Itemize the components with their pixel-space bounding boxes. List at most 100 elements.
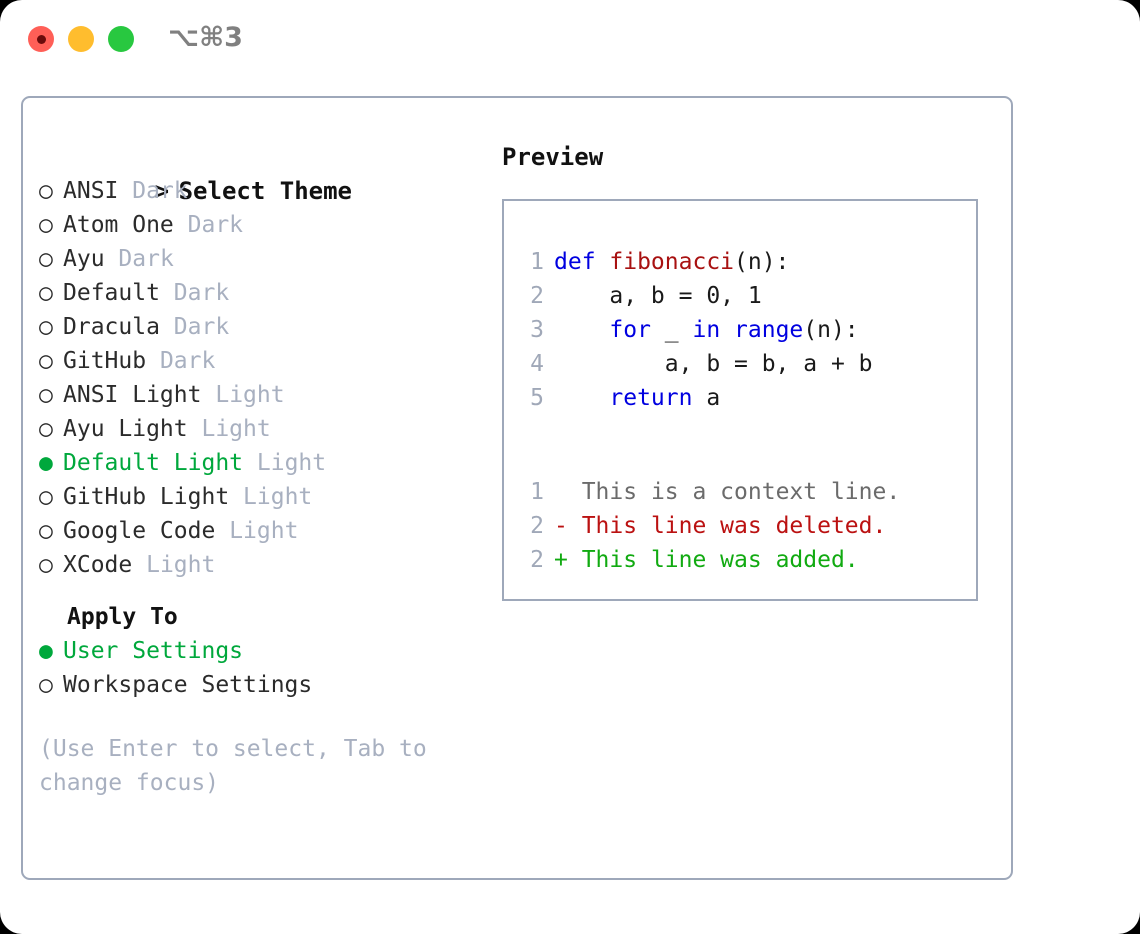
radio-unselected-icon: ○ bbox=[39, 552, 53, 578]
keyboard-shortcut-label: ⌥⌘3 bbox=[168, 22, 243, 53]
select-theme-header: > Select Theme bbox=[39, 140, 489, 205]
maximize-window-button[interactable] bbox=[108, 26, 134, 52]
theme-variant-badge: Dark bbox=[173, 314, 230, 340]
diff-marker: - bbox=[554, 513, 568, 539]
close-window-button[interactable] bbox=[28, 26, 54, 52]
theme-name: Ayu bbox=[63, 246, 105, 272]
code-token: fibonacci bbox=[609, 249, 735, 275]
theme-variant-badge: Dark bbox=[159, 348, 216, 374]
theme-list-item[interactable]: ○Default Dark bbox=[39, 276, 489, 310]
theme-list-column: >Select Theme ○ANSI Dark○Atom One Dark○A… bbox=[39, 140, 489, 800]
line-number: 2 bbox=[530, 547, 544, 573]
theme-label-spacer bbox=[160, 314, 174, 340]
radio-unselected-icon: ○ bbox=[39, 314, 53, 340]
line-number: 3 bbox=[530, 317, 544, 343]
code-token: def bbox=[554, 249, 610, 275]
line-number: 5 bbox=[530, 385, 544, 411]
apply-to-label: Workspace Settings bbox=[63, 672, 313, 698]
theme-list-item[interactable]: ○Atom One Dark bbox=[39, 208, 489, 242]
theme-variant-badge: Light bbox=[256, 450, 327, 476]
theme-label-spacer bbox=[188, 416, 202, 442]
theme-list-item[interactable]: ○ANSI Light Light bbox=[39, 378, 489, 412]
code-token bbox=[554, 385, 609, 411]
radio-unselected-icon: ○ bbox=[39, 348, 53, 374]
line-number: 2 bbox=[530, 513, 544, 539]
theme-list-item[interactable]: ○ ANSI Dark bbox=[39, 174, 489, 208]
theme-name: Google Code bbox=[63, 518, 216, 544]
diff-line: 2- This line was deleted. bbox=[516, 509, 976, 543]
code-token: a bbox=[692, 385, 721, 411]
theme-list-item[interactable]: ○Ayu Light Light bbox=[39, 412, 489, 446]
code-token: (n): bbox=[803, 317, 859, 343]
radio-unselected-icon: ○ bbox=[39, 178, 53, 204]
theme-variant-badge: Light bbox=[146, 552, 216, 578]
code-line: 1 def fibonacci(n): bbox=[516, 245, 976, 279]
code-token: a, b = 0, 1 bbox=[554, 283, 762, 309]
radio-selected-icon: ● bbox=[39, 638, 53, 664]
theme-name: Default bbox=[63, 280, 160, 306]
code-line: 4 a, b = b, a + b bbox=[516, 347, 976, 381]
diff-text: This is a context line. bbox=[567, 479, 901, 505]
theme-name: GitHub Light bbox=[63, 484, 230, 510]
code-line: 3 for _ in range(n): bbox=[516, 313, 976, 347]
code-line: 2 a, b = 0, 1 bbox=[516, 279, 976, 313]
radio-selected-icon: ● bbox=[39, 450, 53, 476]
line-number: 1 bbox=[530, 249, 544, 275]
diff-line: 1 This is a context line. bbox=[516, 475, 976, 509]
theme-variant-badge: Light bbox=[229, 518, 299, 544]
theme-label-spacer bbox=[132, 552, 146, 578]
diff-text: This line was deleted. bbox=[567, 513, 887, 539]
window-titlebar: ⌥⌘3 bbox=[0, 0, 1140, 78]
theme-label-spacer bbox=[146, 348, 160, 374]
traffic-lights bbox=[28, 26, 134, 52]
theme-name: GitHub bbox=[63, 348, 147, 374]
theme-label-spacer bbox=[105, 246, 119, 272]
theme-name: Atom One bbox=[63, 212, 174, 238]
radio-unselected-icon: ○ bbox=[39, 518, 53, 544]
code-token bbox=[554, 317, 609, 343]
line-number: 2 bbox=[530, 283, 544, 309]
preview-title: Preview bbox=[502, 143, 604, 171]
code-token: _ bbox=[650, 317, 693, 343]
apply-to-option[interactable]: ● User Settings bbox=[39, 634, 489, 668]
caret-icon: > bbox=[154, 177, 170, 205]
list-spacer bbox=[39, 582, 489, 600]
theme-variant-badge: Dark bbox=[118, 246, 174, 272]
theme-list-item[interactable]: ○Dracula Dark bbox=[39, 310, 489, 344]
theme-label-spacer bbox=[201, 382, 215, 408]
apply-to-label: User Settings bbox=[63, 638, 244, 664]
radio-unselected-icon: ○ bbox=[39, 484, 53, 510]
theme-variant-badge: Dark bbox=[132, 178, 188, 204]
line-number: 1 bbox=[530, 479, 544, 505]
diff-line: 2+ This line was added. bbox=[516, 543, 976, 577]
theme-list-item[interactable]: ○ GitHub Light Light bbox=[39, 480, 489, 514]
theme-list-item[interactable]: ● Default Light Light bbox=[39, 446, 489, 480]
preview-gap bbox=[516, 415, 976, 475]
theme-list-item[interactable]: ○Ayu Dark bbox=[39, 242, 489, 276]
apply-to-option[interactable]: ○Workspace Settings bbox=[39, 668, 489, 702]
code-line: 5 return a bbox=[516, 381, 976, 415]
code-token: return bbox=[609, 385, 693, 411]
theme-label-spacer bbox=[174, 212, 188, 238]
minimize-window-button[interactable] bbox=[68, 26, 94, 52]
theme-label-spacer bbox=[229, 484, 243, 510]
theme-label-spacer bbox=[118, 178, 132, 204]
theme-name: Default Light bbox=[63, 450, 244, 476]
code-token: (n): bbox=[734, 249, 790, 275]
theme-list-item[interactable]: ○ XCode Light bbox=[39, 548, 489, 582]
keyboard-hint: (Use Enter to select, Tab to change focu… bbox=[39, 736, 427, 796]
theme-name: ANSI bbox=[63, 178, 119, 204]
theme-list-item[interactable]: ○ GitHub Dark bbox=[39, 344, 489, 378]
code-token: for bbox=[609, 317, 651, 343]
theme-list-item[interactable]: ○ Google Code Light bbox=[39, 514, 489, 548]
theme-variant-badge: Light bbox=[243, 484, 313, 510]
theme-name: XCode bbox=[63, 552, 133, 578]
code-token: a, b = b, a + b bbox=[554, 351, 873, 377]
select-theme-title: Select Theme bbox=[178, 177, 352, 205]
radio-unselected-icon: ○ bbox=[39, 416, 53, 442]
theme-label-spacer bbox=[215, 518, 229, 544]
radio-unselected-icon: ○ bbox=[39, 382, 53, 408]
theme-label-spacer bbox=[160, 280, 174, 306]
